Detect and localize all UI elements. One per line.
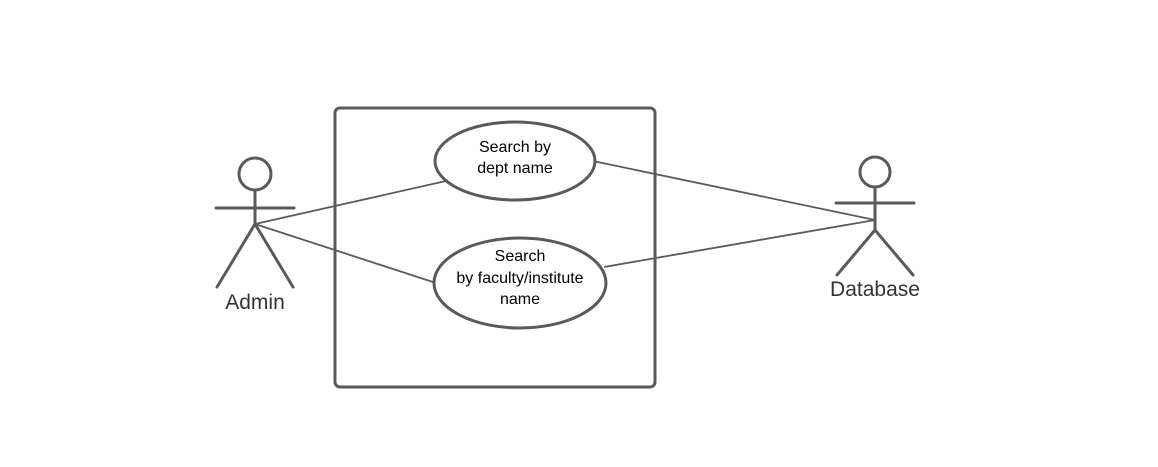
use-case-ellipse <box>433 120 597 202</box>
use-case-line: name <box>500 291 540 308</box>
association-database-search-dept <box>592 160 876 221</box>
association-admin-search-dept <box>254 180 447 225</box>
actor-label: Admin <box>225 291 285 314</box>
use-case-line: Search by <box>479 139 551 156</box>
use-case-search-by-dept[interactable]: Search by dept name <box>433 120 597 202</box>
stick-figure-icon <box>214 156 296 289</box>
use-case-search-by-faculty[interactable]: Search by faculty/institute name <box>432 236 608 330</box>
use-case-ellipse <box>432 236 608 330</box>
system-boundary <box>333 106 657 389</box>
association-database-search-faculty <box>603 219 876 268</box>
actor-database[interactable]: Database <box>830 155 920 301</box>
use-case-line: dept name <box>477 160 553 177</box>
association-admin-search-faculty <box>254 223 437 284</box>
use-case-line: Search <box>495 248 546 265</box>
use-case-line: by faculty/institute <box>456 270 583 287</box>
actor-label: Database <box>830 278 920 301</box>
stick-figure-icon <box>834 155 916 277</box>
actor-admin[interactable]: Admin <box>214 156 296 314</box>
